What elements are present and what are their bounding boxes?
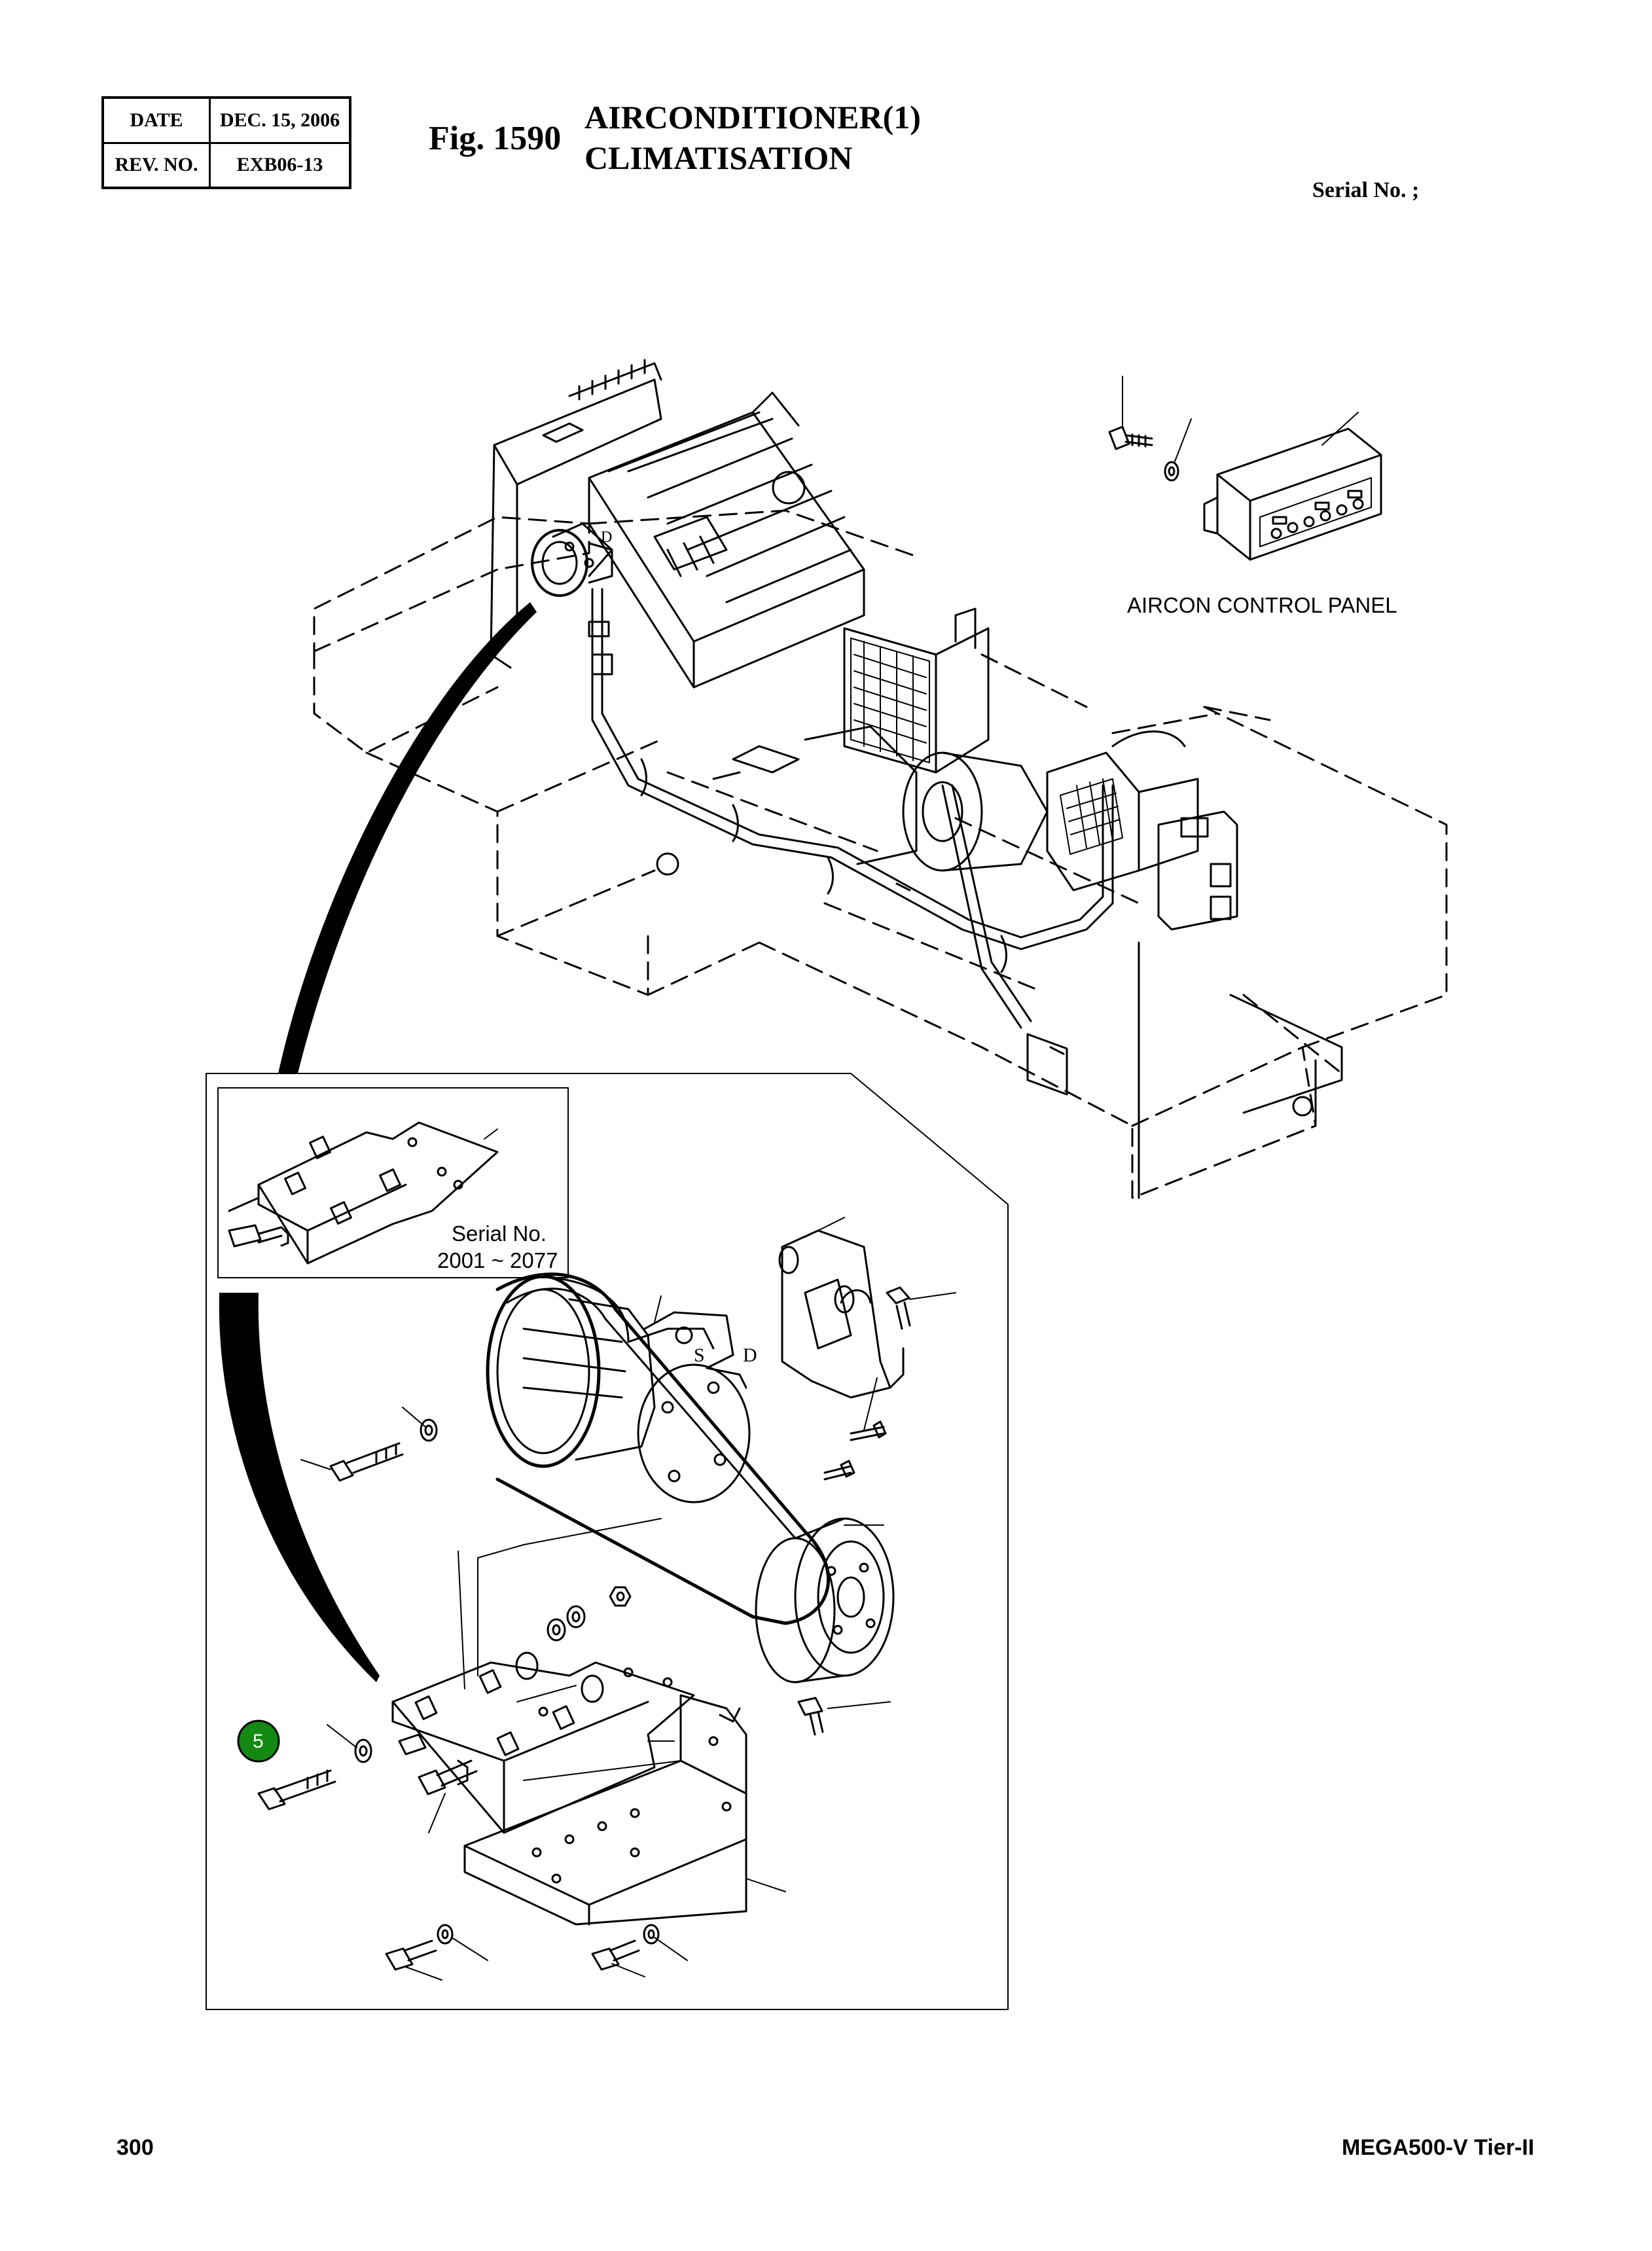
washer-pair — [547, 1586, 632, 1642]
small-bolt-lower — [823, 1460, 855, 1481]
drive-belt — [495, 1272, 830, 1625]
figure-title-english: AIRCONDITIONER(1) — [584, 99, 921, 135]
washer-lower — [354, 1738, 372, 1763]
inset-serial-label: Serial No. — [452, 1221, 547, 1246]
detail-leader-lines — [300, 1217, 956, 1981]
hvac-unit — [1046, 730, 1238, 931]
figure-number: Fig. 1590 — [429, 120, 562, 157]
panel-washer — [1164, 461, 1179, 482]
revision-date-row: DATE DEC. 15, 2006 — [101, 96, 351, 144]
aircon-control-panel-drawing — [1203, 427, 1382, 561]
crank-pulley — [755, 1517, 895, 1684]
inset-leader-line — [484, 1128, 498, 1140]
figure-title-french: CLIMATISATION — [584, 139, 853, 176]
detail-pointer-arc-upper — [278, 602, 537, 1073]
detail-pointer-arc-lower — [219, 1293, 380, 1682]
machine-frame-outline — [313, 509, 1448, 1199]
main-support-bracket — [463, 1694, 747, 1926]
inset-bracket-plate — [228, 1121, 499, 1265]
revision-number-row: REV. NO. EXB06-13 — [101, 141, 351, 189]
refrigerant-hoses — [588, 588, 1114, 1055]
panel-screw — [1108, 425, 1153, 450]
detail-view-frame — [206, 1073, 1009, 2010]
aircon-control-panel-label: AIRCON CONTROL PANEL — [1127, 593, 1397, 617]
page-number: 300 — [117, 2135, 154, 2160]
panel-leader-lines — [1122, 376, 1359, 462]
long-bolt-upper — [329, 1442, 404, 1482]
inset-serial-range: 2001 ~ 2077 — [437, 1248, 558, 1272]
date-label: DATE — [101, 96, 211, 144]
rev-number-label: REV. NO. — [101, 141, 211, 189]
transmission-housing — [712, 725, 1049, 872]
small-bolt-upper — [850, 1420, 887, 1441]
port-label-s: S — [694, 1344, 705, 1366]
rear-bolt — [797, 1697, 824, 1736]
machine-frame-solid — [656, 852, 1343, 1199]
engine-port-label-d: D — [601, 529, 612, 546]
bracket-bolt — [886, 1286, 911, 1330]
base-bolt-right — [591, 1924, 660, 1971]
adjuster-bolt — [418, 1759, 478, 1795]
washer-upper — [420, 1418, 438, 1442]
port-label-d: D — [743, 1344, 757, 1366]
rev-number-value: EXB06-13 — [209, 141, 351, 189]
serial-inset-frame — [217, 1087, 569, 1278]
engine-compressor: D — [531, 522, 613, 597]
condenser — [843, 607, 990, 774]
date-value: DEC. 15, 2006 — [209, 96, 351, 144]
callout-number: 5 — [253, 1731, 264, 1752]
compressor-mount-bracket — [778, 1229, 905, 1399]
callout-bubble-5: 5 — [237, 1720, 280, 1763]
engine-block — [588, 391, 865, 689]
tensioner-plate — [391, 1651, 695, 1834]
drive-belt-inner — [506, 1288, 797, 1540]
revision-table: DATE DEC. 15, 2006 REV. NO. EXB06-13 — [101, 96, 351, 189]
long-bolt-lower — [257, 1769, 336, 1810]
model-name: MEGA500-V Tier-II — [1342, 2135, 1535, 2160]
base-bolt-left — [385, 1924, 454, 1971]
ac-compressor: S D — [486, 1274, 757, 1504]
serial-number-label: Serial No. ; — [1312, 178, 1420, 202]
